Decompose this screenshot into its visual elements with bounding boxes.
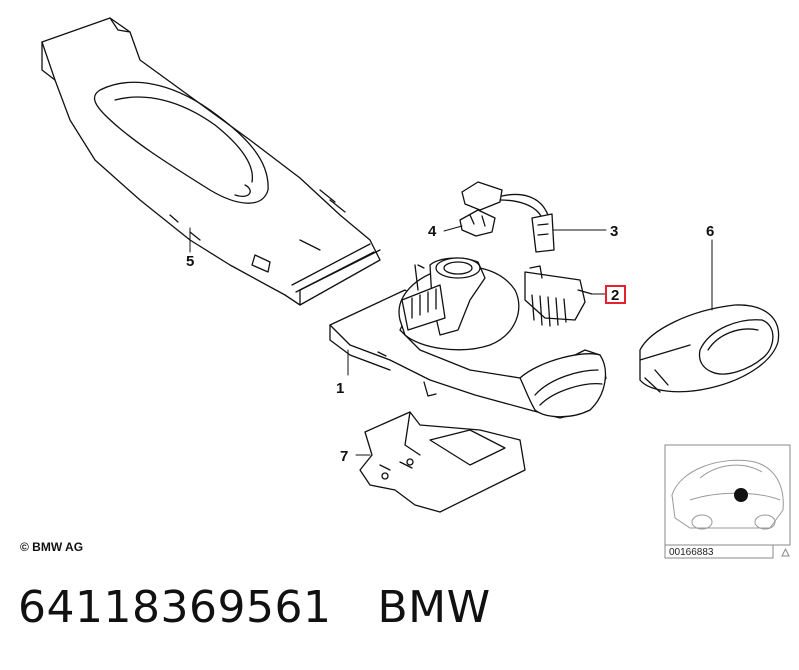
wire-connector-part-3	[461, 181, 555, 253]
brand-name: BMW	[377, 582, 491, 633]
callout-2-highlight-box	[605, 285, 626, 304]
cover-plate-part-7	[359, 411, 526, 513]
callout-2: 2	[611, 287, 619, 304]
gasket-part-6	[639, 304, 780, 393]
callout-4: 4	[428, 223, 437, 240]
copyright-notice: © BMW AG	[20, 540, 84, 554]
blower-housing-part-1	[329, 257, 607, 419]
callout-leaders	[189, 225, 713, 456]
callout-6: 6	[706, 223, 714, 240]
part-number: 64118369561	[18, 582, 332, 633]
vehicle-location-inset: 00166883	[664, 444, 791, 559]
warning-triangle-icon	[781, 547, 790, 557]
blower-resistor-part-2	[524, 265, 593, 327]
bracket-part-4	[459, 209, 496, 237]
callout-5: 5	[186, 253, 194, 270]
reference-code: 00166883	[669, 547, 714, 558]
callout-7: 7	[340, 448, 348, 465]
callout-1: 1	[336, 380, 344, 397]
callout-3: 3	[610, 223, 618, 240]
air-duct-part-5	[41, 17, 381, 306]
part-info-line: 64118369561 BMW	[18, 582, 491, 633]
